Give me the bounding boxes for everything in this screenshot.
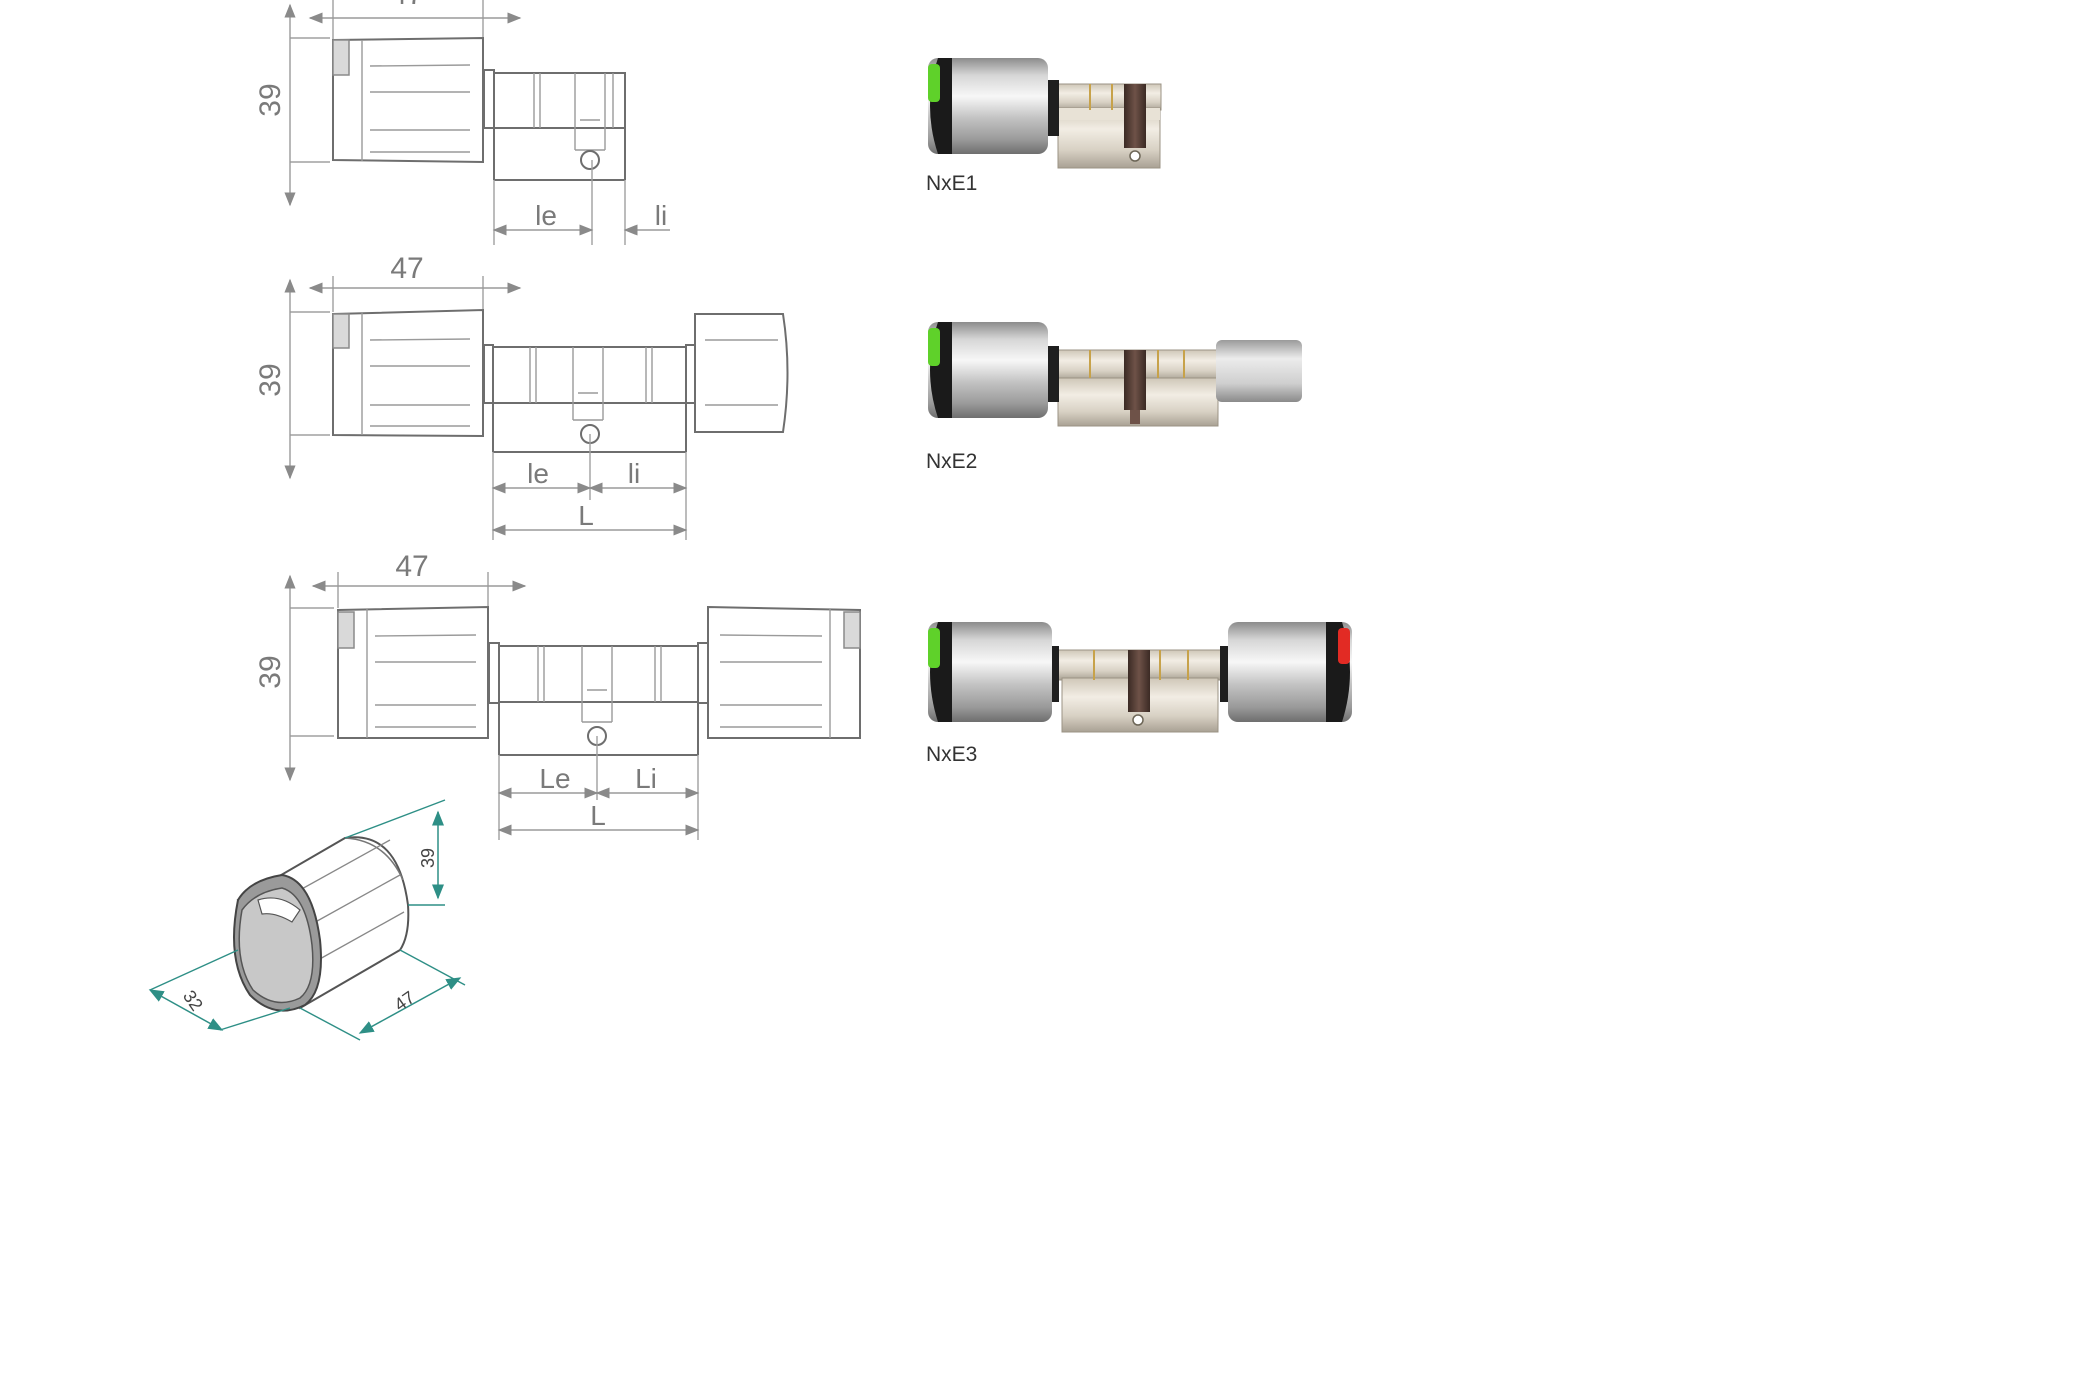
- status-led-green: [928, 64, 940, 102]
- inner-left-dimension-label: le: [535, 200, 557, 231]
- iso-depth-label: 47: [391, 987, 419, 1015]
- product-caption-nxe1: NxE1: [926, 172, 978, 195]
- height-dimension-label: 39: [254, 83, 287, 116]
- height-dimension-label: 39: [254, 655, 287, 688]
- inner-right-dimension-label: li: [628, 458, 640, 489]
- height-dimension-label: 39: [254, 363, 287, 396]
- status-led-green: [928, 328, 940, 366]
- isometric-knob-view: 39 47 32: [148, 799, 466, 1041]
- total-length-label: L: [578, 500, 594, 531]
- inner-right-dimension-label: Li: [635, 763, 657, 794]
- product-caption-nxe3: NxE3: [926, 743, 978, 766]
- inner-left-dimension-label: le: [527, 458, 549, 489]
- width-dimension-label-top-cut: 47: [390, 0, 423, 11]
- drawing-nxe2: 47 39 le li L: [254, 252, 789, 540]
- product-image-nxe2: [928, 322, 1302, 427]
- width-dimension-label: 47: [395, 550, 428, 583]
- inner-left-dimension-label: Le: [539, 763, 570, 794]
- iso-diameter-label: 32: [179, 987, 207, 1015]
- product-caption-nxe2: NxE2: [926, 450, 978, 473]
- product-image-nxe3: [928, 622, 1352, 733]
- inner-right-dimension-label: li: [655, 200, 667, 231]
- status-led-green: [928, 628, 940, 668]
- total-length-label: L: [590, 800, 606, 831]
- width-dimension-label: 47: [390, 252, 423, 285]
- product-image-nxe1: [928, 58, 1162, 169]
- status-led-red: [1338, 628, 1350, 664]
- drawing-nxe3: 47 39: [254, 550, 861, 840]
- drawing-nxe1: 39 le li: [254, 0, 670, 245]
- iso-height-label: 39: [418, 848, 438, 868]
